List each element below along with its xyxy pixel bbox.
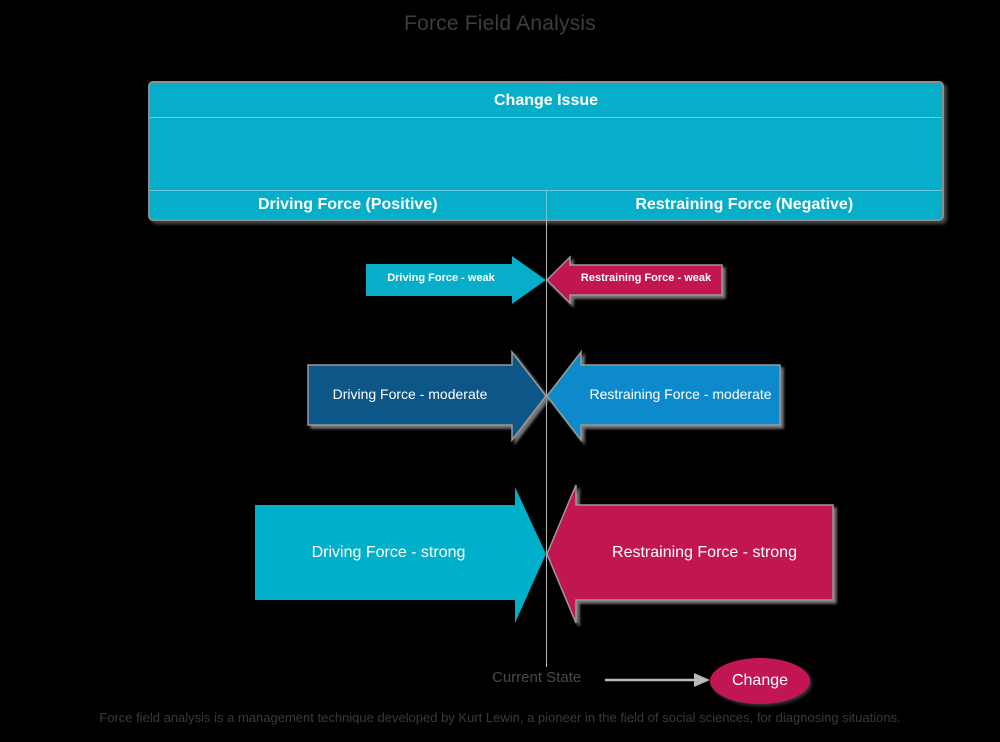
force-column-headers: Driving Force (Positive) Restraining For… (150, 191, 942, 219)
page-title: Force Field Analysis (404, 12, 596, 35)
change-ellipse-label: Change (731, 672, 789, 689)
column-header-driving: Driving Force (Positive) (257, 196, 438, 213)
change-issue-title: Change Issue (150, 83, 942, 118)
label-driving-weak: Driving Force - weak (387, 272, 495, 284)
column-header-restraining: Restraining Force (Negative) (545, 191, 943, 219)
footer-note: Force field analysis is a management tec… (99, 710, 901, 725)
change-ellipse[interactable]: Change (710, 658, 810, 704)
label-restraining-moderate: Restraining Force - moderate (589, 386, 772, 402)
label-restraining-strong: Restraining Force - strong (612, 544, 797, 561)
center-divider-line (546, 220, 547, 667)
change-issue-table: Change Issue Driving Force (Positive) Re… (148, 81, 944, 221)
current-state-connector-arrowhead (694, 673, 710, 687)
change-issue-body[interactable] (150, 118, 942, 191)
label-restraining-weak: Restraining Force - weak (580, 272, 712, 284)
label-driving-strong: Driving Force - strong (311, 544, 466, 561)
current-state-label: Current State (492, 669, 582, 686)
label-driving-moderate: Driving Force - moderate (332, 386, 488, 402)
